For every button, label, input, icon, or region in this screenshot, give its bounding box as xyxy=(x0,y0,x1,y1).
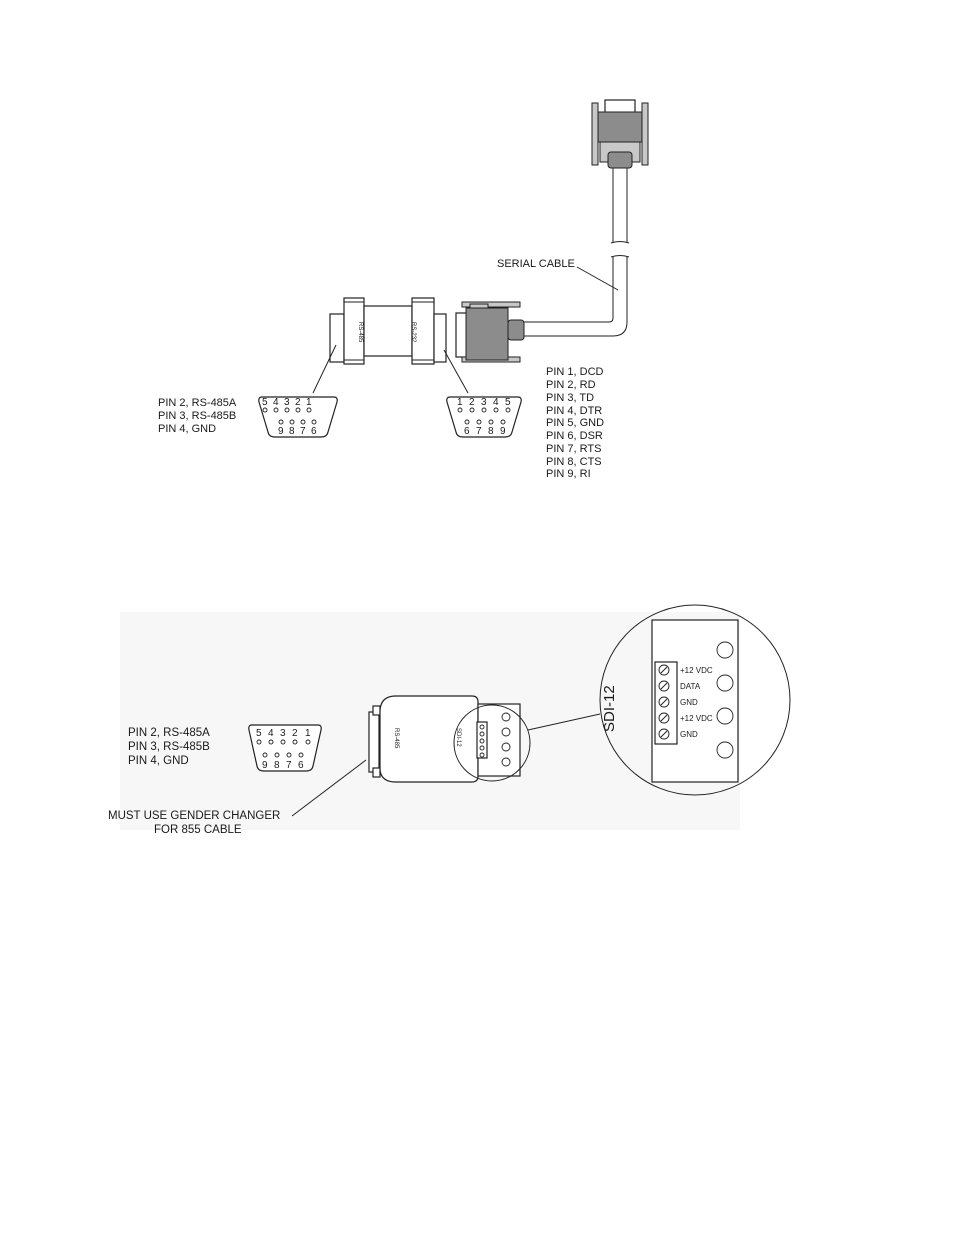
pin-label: PIN 4, GND xyxy=(128,755,189,767)
pin-number: 5 xyxy=(256,728,262,739)
pin-number: 8 xyxy=(289,426,295,437)
pin-label: PIN 8, CTS xyxy=(546,456,602,468)
pin-number: 3 xyxy=(481,397,487,408)
magnifier-leader xyxy=(527,713,601,731)
pin-number: 4 xyxy=(493,397,499,408)
pin-number: 1 xyxy=(457,397,463,408)
pin-number: 8 xyxy=(274,760,280,771)
gender-note-line2: FOR 855 CABLE xyxy=(154,824,242,836)
top-right-db9-face: 1 2 3 4 5 6 7 8 9 xyxy=(446,396,522,438)
pin-number: 2 xyxy=(469,397,475,408)
terminal-label: +12 VDC xyxy=(680,666,713,675)
pin-label: PIN 3, RS-485B xyxy=(128,741,210,753)
pin-number: 9 xyxy=(278,426,284,437)
pin-number: 5 xyxy=(505,397,511,408)
pin-label: PIN 4, DTR xyxy=(546,405,602,417)
sdi12-detail: SDI-12 +12 VDC DATA GND +12 VDC GND xyxy=(599,604,791,796)
gender-note-leader xyxy=(291,759,367,817)
pin-number: 2 xyxy=(295,397,301,408)
pin-label: PIN 2, RS-485A xyxy=(158,397,237,409)
pin-number: 7 xyxy=(286,760,292,771)
cable-db9-connector xyxy=(455,301,525,363)
pin-label: PIN 1, DCD xyxy=(546,366,604,378)
terminal-label: +12 VDC xyxy=(680,714,713,723)
pin-label: PIN 4, GND xyxy=(158,423,216,435)
pin-label: PIN 9, RI xyxy=(546,468,591,480)
pin-label: PIN 2, RS-485A xyxy=(128,727,210,739)
terminal-label: DATA xyxy=(680,682,701,691)
rs485-module: RS-485 SDI-12 xyxy=(368,695,521,783)
pin-label: PIN 2, RD xyxy=(546,379,596,391)
pin-label: PIN 5, GND xyxy=(546,417,604,429)
top-left-db9-face: 5 4 3 2 1 9 8 7 6 xyxy=(258,396,338,438)
serial-cable-label: SERIAL CABLE xyxy=(497,258,575,270)
pin-number: 1 xyxy=(306,397,312,408)
pin-number: 7 xyxy=(300,426,306,437)
pin-number: 6 xyxy=(311,426,317,437)
pin-number: 5 xyxy=(262,397,268,408)
top-left-pin-list: PIN 2, RS-485A PIN 3, RS-485B PIN 4, GND xyxy=(158,397,237,435)
right-pinout-leader xyxy=(443,349,469,394)
top-right-pin-list: PIN 1, DCD PIN 2, RD PIN 3, TD PIN 4, DT… xyxy=(546,366,604,480)
pin-number: 9 xyxy=(262,760,268,771)
adapter-rs232-label: RS-232 xyxy=(410,322,416,343)
pin-number: 9 xyxy=(500,426,506,437)
pin-number: 2 xyxy=(292,728,298,739)
terminal-label: GND xyxy=(680,730,698,739)
adapter-rs485-label: RS-485 xyxy=(357,322,363,343)
left-pinout-leader xyxy=(312,344,337,394)
pin-number: 1 xyxy=(305,728,311,739)
top-db9-connector xyxy=(591,99,649,169)
pin-label: PIN 3, RS-485B xyxy=(158,410,236,422)
pin-number: 8 xyxy=(488,426,494,437)
pin-number: 3 xyxy=(284,397,290,408)
pin-label: PIN 3, TD xyxy=(546,392,594,404)
gender-note-line1: MUST USE GENDER CHANGER xyxy=(108,810,280,822)
pin-number: 6 xyxy=(464,426,470,437)
pin-label: PIN 7, RTS xyxy=(546,443,601,455)
magnifier-source-circle xyxy=(453,704,531,782)
serial-cable xyxy=(522,168,630,337)
pin-number: 4 xyxy=(268,728,274,739)
bottom-db9-face: 5 4 3 2 1 9 8 7 6 xyxy=(248,724,322,772)
module-rs485-label: RS-485 xyxy=(393,728,399,749)
detail-title: SDI-12 xyxy=(601,685,618,732)
serial-cable-leader xyxy=(576,266,619,291)
module-sdi12-label: SDI-12 xyxy=(455,728,461,747)
pin-number: 7 xyxy=(476,426,482,437)
bottom-pin-list: PIN 2, RS-485A PIN 3, RS-485B PIN 4, GND xyxy=(128,727,210,767)
pin-label: PIN 6, DSR xyxy=(546,430,603,442)
pin-number: 3 xyxy=(280,728,286,739)
rs485-rs232-adapter: RS-485 RS-232 xyxy=(329,297,447,365)
terminal-label: GND xyxy=(680,698,698,707)
pin-number: 6 xyxy=(298,760,304,771)
pin-number: 4 xyxy=(273,397,279,408)
